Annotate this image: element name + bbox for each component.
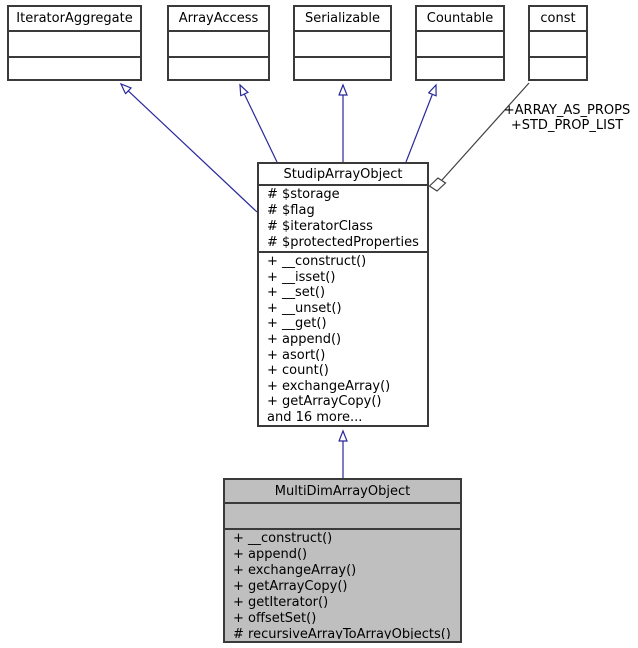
method: # recursiveArrayToArrayObjects()	[233, 627, 451, 639]
method: + __construct()	[233, 531, 333, 546]
edge-const-to-studip	[441, 82, 530, 181]
attribute: # $iteratorClass	[267, 219, 373, 234]
class-title[interactable]: const	[540, 11, 576, 26]
attributes-compartment-empty	[225, 502, 460, 528]
method: + exchangeArray()	[233, 563, 357, 578]
attributes-compartment-empty	[169, 30, 268, 56]
method: + exchangeArray()	[267, 378, 391, 394]
class-box-iteratoraggregate[interactable]: IteratorAggregate	[7, 5, 142, 81]
edge-label-line: +ARRAY_AS_PROPS	[503, 103, 631, 118]
edge-label-line: +STD_PROP_LIST	[510, 118, 624, 133]
methods-compartment-empty	[9, 56, 140, 79]
method: + __unset()	[267, 300, 342, 316]
class-title[interactable]: StudipArrayObject	[283, 166, 403, 182]
methods-compartment-empty	[295, 56, 390, 79]
method: + getArrayCopy()	[233, 579, 348, 594]
methods-compartment-empty	[530, 56, 586, 79]
methods-more-indicator: and 16 more...	[267, 409, 363, 423]
aggregation-diamond-icon	[428, 177, 447, 192]
class-title[interactable]: ArrayAccess	[178, 11, 259, 26]
attributes-compartment-empty	[9, 30, 140, 56]
methods-compartment-empty	[417, 56, 503, 79]
class-box-countable[interactable]: Countable	[415, 5, 505, 81]
method: + count()	[267, 363, 329, 379]
method: + __construct()	[267, 254, 367, 269]
method: + asort()	[267, 347, 326, 363]
edge-studip-to-iteratoraggregate	[121, 84, 258, 213]
class-box-arrayaccess[interactable]: ArrayAccess	[167, 5, 270, 81]
method: + getArrayCopy()	[267, 394, 382, 410]
attribute: # $protectedProperties	[267, 235, 419, 250]
attributes-compartment-empty	[417, 30, 503, 56]
method: + append()	[267, 331, 342, 347]
methods-compartment-empty	[169, 56, 268, 79]
attribute: # $storage	[267, 187, 340, 202]
class-box-multidimarrayobject[interactable]: MultiDimArrayObject + __construct() + ap…	[223, 478, 462, 643]
edge-studip-to-arrayaccess	[240, 85, 278, 163]
class-title[interactable]: IteratorAggregate	[16, 11, 133, 26]
methods-compartment: + __construct() + __isset() + __set() + …	[259, 251, 427, 423]
attributes-compartment-empty	[530, 30, 586, 56]
method: + __isset()	[267, 269, 336, 285]
class-title[interactable]: MultiDimArrayObject	[274, 483, 411, 499]
method: + offsetSet()	[233, 611, 317, 626]
attributes-compartment-empty	[295, 30, 390, 56]
attribute: # $flag	[267, 203, 315, 218]
method: + append()	[233, 547, 308, 562]
method: + __get()	[267, 316, 327, 332]
usage-edge-label: +ARRAY_AS_PROPS +STD_PROP_LIST	[496, 103, 638, 133]
class-title[interactable]: Countable	[426, 11, 494, 26]
class-box-studiparrayobject[interactable]: StudipArrayObject # $storage # $flag # $…	[257, 162, 429, 427]
class-box-serializable[interactable]: Serializable	[293, 5, 392, 81]
methods-compartment: + __construct() + append() + exchangeArr…	[225, 528, 460, 639]
class-title[interactable]: Serializable	[304, 11, 381, 26]
method: + getIterator()	[233, 595, 329, 610]
attributes-compartment: # $storage # $flag # $iteratorClass # $p…	[259, 184, 427, 251]
class-box-const[interactable]: const	[528, 5, 588, 81]
method: + __set()	[267, 285, 326, 301]
edge-studip-to-countable	[405, 85, 436, 163]
